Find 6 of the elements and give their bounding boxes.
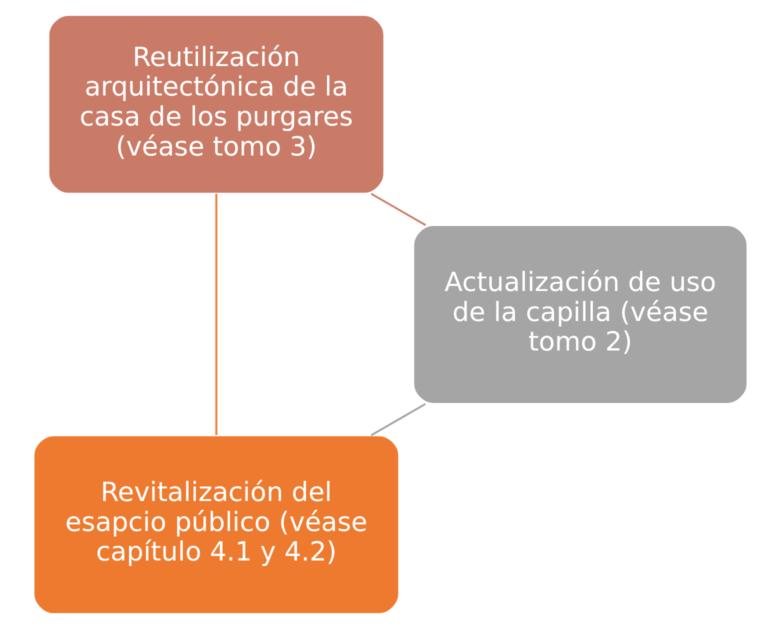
node-box: Revitalización del esapcio público (véase capítulo 4.1 y 4.2) [32, 434, 400, 615]
node-box: Reutilización arquitectónica de la casa de los purgares (véase tomo 3) [48, 14, 385, 194]
connector [370, 192, 426, 226]
connector [370, 403, 426, 436]
connector [215, 194, 218, 436]
node-box: Actualización de uso de la capilla (véase tomo 2) [412, 224, 748, 405]
